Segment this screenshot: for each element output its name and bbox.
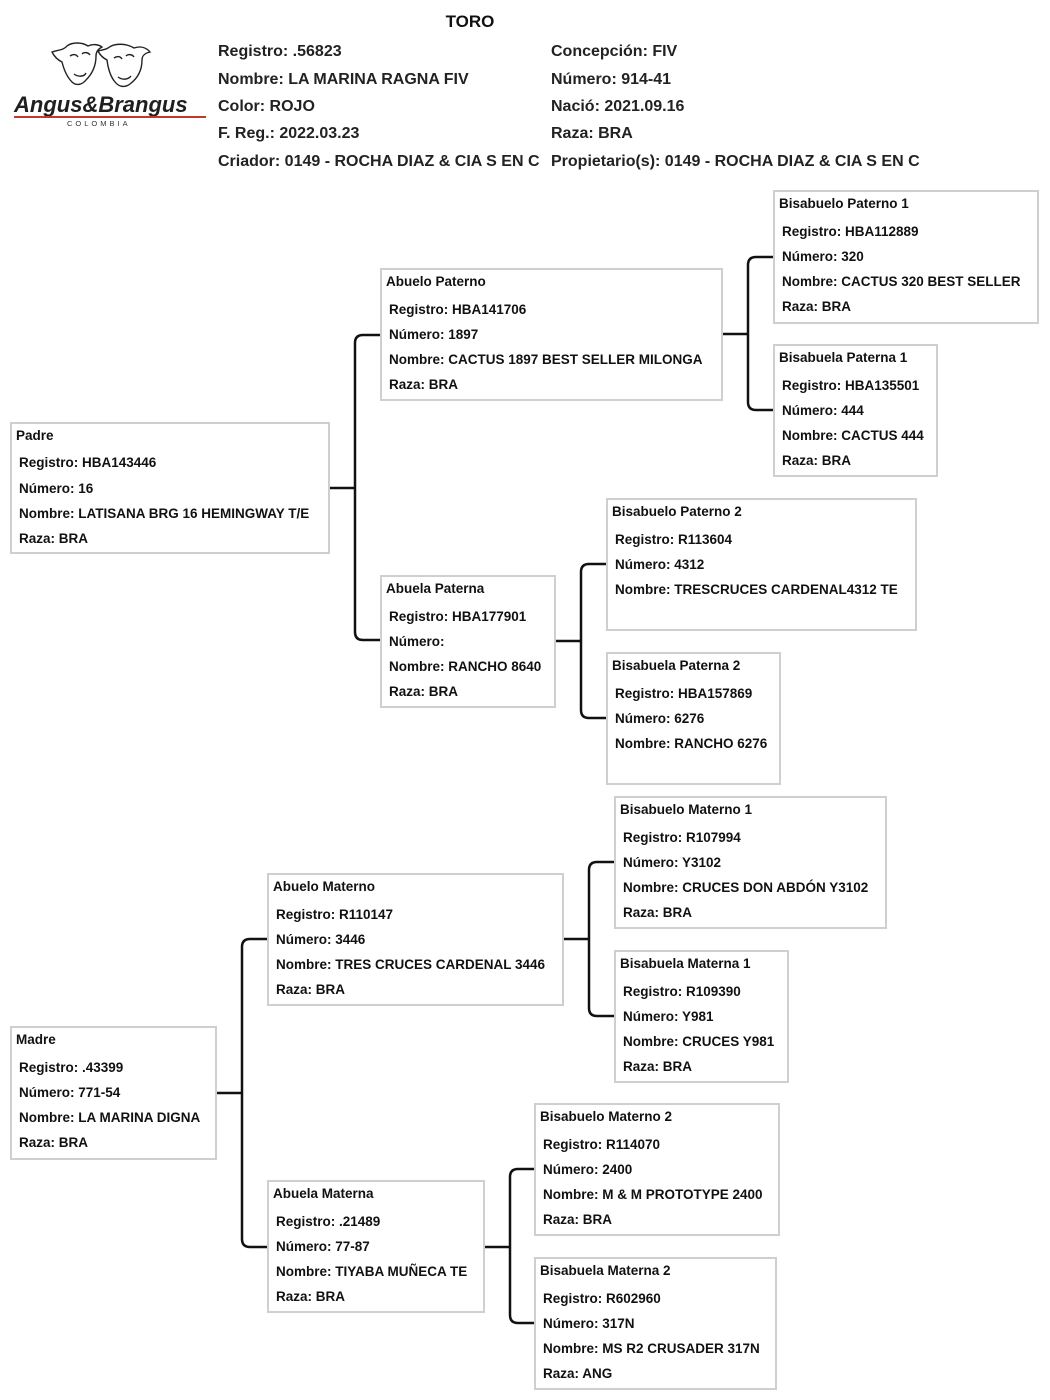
header-color: Color: ROJO — [218, 98, 315, 115]
numero-field: Número: 4312 — [615, 557, 705, 572]
card-title: Bisabuela Materna 1 — [620, 956, 751, 971]
raza-field: Raza: BRA — [389, 377, 459, 392]
raza-field: Raza: BRA — [389, 684, 459, 699]
numero-field: Número: Y981 — [623, 1009, 714, 1024]
numero-field: Número: 444 — [782, 403, 864, 418]
bisabuelo-materno-2-card: Bisabuelo Materno 2 Registro: R114070 Nú… — [534, 1103, 780, 1236]
card-title: Abuelo Materno — [273, 879, 376, 894]
header-nombre: Nombre: LA MARINA RAGNA FIV — [218, 71, 469, 88]
numero-field: Número: 771-54 — [19, 1085, 121, 1100]
card-title: Bisabuelo Paterno 2 — [612, 504, 742, 519]
raza-field: Raza: BRA — [276, 982, 346, 997]
numero-field: Número: 317N — [543, 1316, 635, 1331]
card-title: Bisabuela Paterna 1 — [779, 350, 908, 365]
raza-field: Raza: ANG — [543, 1366, 613, 1381]
registro-field: Registro: HBA141706 — [389, 302, 527, 317]
header-raza: Raza: BRA — [551, 125, 633, 142]
card-title: Bisabuela Paterna 2 — [612, 658, 741, 673]
raza-field: Raza: BRA — [623, 905, 693, 920]
nombre-field: Nombre: CACTUS 320 BEST SELLER — [782, 274, 1021, 289]
registro-field: Registro: R107994 — [623, 830, 741, 845]
registro-field: Registro: HBA112889 — [782, 224, 919, 239]
card-title: Bisabuelo Materno 1 — [620, 802, 753, 817]
card-title: Bisabuelo Paterno 1 — [779, 196, 909, 211]
logo-brand-text: Angus&Brangus — [13, 92, 188, 117]
numero-field: Número: 77-87 — [276, 1239, 370, 1254]
raza-field: Raza: BRA — [782, 453, 852, 468]
abuela-paterna-card: Abuela Paterna Registro: HBA177901 Númer… — [380, 575, 556, 708]
nombre-field: Nombre: LA MARINA DIGNA — [19, 1110, 201, 1125]
numero-field: Número: 6276 — [615, 711, 705, 726]
card-title: Abuela Materna — [273, 1186, 374, 1201]
nombre-field: Nombre: RANCHO 6276 — [615, 736, 768, 751]
numero-field: Número: 2400 — [543, 1162, 633, 1177]
page-title: TORO — [445, 12, 495, 31]
nombre-field: Nombre: TIYABA MUÑECA TE — [276, 1264, 468, 1279]
raza-field: Raza: BRA — [623, 1059, 693, 1074]
header-concepcion: Concepción: FIV — [551, 43, 678, 60]
abuela-materna-card: Abuela Materna Registro: .21489 Número: … — [267, 1180, 485, 1313]
bisabuela-materna-1-card: Bisabuela Materna 1 Registro: R109390 Nú… — [614, 950, 789, 1083]
header-criador: Criador: 0149 - ROCHA DIAZ & CIA S EN C — [218, 153, 540, 170]
registro-field: Registro: HBA157869 — [615, 686, 753, 701]
numero-field: Número: 1897 — [389, 327, 479, 342]
numero-field: Número: 3446 — [276, 932, 366, 947]
abuelo-paterno-card: Abuelo Paterno Registro: HBA141706 Númer… — [380, 268, 723, 401]
nombre-field: Nombre: M & M PROTOTYPE 2400 — [543, 1187, 763, 1202]
raza-field: Raza: BRA — [276, 1289, 346, 1304]
nombre-field: Nombre: CRUCES Y981 — [623, 1034, 775, 1049]
numero-field: Número: — [389, 634, 445, 649]
header-freg: F. Reg.: 2022.03.23 — [218, 125, 360, 142]
bisabuela-paterna-1-card: Bisabuela Paterna 1 Registro: HBA135501 … — [773, 344, 938, 477]
registro-field: Registro: HBA177901 — [389, 609, 527, 624]
registro-field: Registro: .21489 — [276, 1214, 381, 1229]
bisabuelo-paterno-2-card: Bisabuelo Paterno 2 Registro: R113604 Nú… — [606, 498, 917, 631]
nombre-field: Nombre: CACTUS 444 — [782, 428, 924, 443]
raza-field: Raza: BRA — [782, 299, 852, 314]
card-title: Madre — [16, 1032, 56, 1047]
card-title: Bisabuela Materna 2 — [540, 1263, 671, 1278]
logo-country-text: COLOMBIA — [67, 119, 131, 128]
angus-brangus-logo: Angus&Brangus COLOMBIA — [13, 42, 206, 128]
card-title: Abuelo Paterno — [386, 274, 486, 289]
card-title: Padre — [16, 428, 54, 443]
registro-field: Registro: R114070 — [543, 1137, 661, 1152]
nombre-field: Nombre: TRES CRUCES CARDENAL 3446 — [276, 957, 546, 972]
header-registro: Registro: .56823 — [218, 43, 342, 60]
bisabuelo-paterno-1-card: Bisabuelo Paterno 1 Registro: HBA112889 … — [773, 190, 1039, 324]
card-title: Bisabuelo Materno 2 — [540, 1109, 673, 1124]
header-propietario: Propietario(s): 0149 - ROCHA DIAZ & CIA … — [551, 153, 920, 170]
bisabuela-paterna-2-card: Bisabuela Paterna 2 Registro: HBA157869 … — [606, 652, 781, 785]
nombre-field: Nombre: RANCHO 8640 — [389, 659, 542, 674]
header-nacio: Nació: 2021.09.16 — [551, 98, 685, 115]
nombre-field: Nombre: CRUCES DON ABDÓN Y3102 — [623, 880, 869, 895]
registro-field: Registro: R110147 — [276, 907, 394, 922]
madre-card: Madre Registro: .43399 Número: 771-54 No… — [10, 1026, 217, 1160]
raza-field: Raza: BRA — [19, 1135, 89, 1150]
bisabuela-materna-2-card: Bisabuela Materna 2 Registro: R602960 Nú… — [534, 1257, 777, 1390]
numero-field: Número: 320 — [782, 249, 864, 264]
raza-field: Raza: BRA — [19, 531, 89, 546]
numero-field: Número: 16 — [19, 481, 94, 496]
card-title: Abuela Paterna — [386, 581, 485, 596]
numero-field: Número: Y3102 — [623, 855, 722, 870]
nombre-field: Nombre: MS R2 CRUSADER 317N — [543, 1341, 760, 1356]
nombre-field: Nombre: CACTUS 1897 BEST SELLER MILONGA — [389, 352, 703, 367]
registro-field: Registro: R113604 — [615, 532, 733, 547]
registro-field: Registro: R602960 — [543, 1291, 661, 1306]
nombre-field: Nombre: LATISANA BRG 16 HEMINGWAY T/E — [19, 506, 310, 521]
registro-field: Registro: R109390 — [623, 984, 741, 999]
registro-field: Registro: .43399 — [19, 1060, 124, 1075]
padre-card: Padre Registro: HBA143446 Número: 16 Nom… — [10, 422, 330, 554]
nombre-field: Nombre: TRESCRUCES CARDENAL4312 TE — [615, 582, 898, 597]
bisabuelo-materno-1-card: Bisabuelo Materno 1 Registro: R107994 Nú… — [614, 796, 887, 929]
header-numero: Número: 914-41 — [551, 71, 672, 88]
abuelo-materno-card: Abuelo Materno Registro: R110147 Número:… — [267, 873, 564, 1006]
raza-field: Raza: BRA — [543, 1212, 613, 1227]
registro-field: Registro: HBA135501 — [782, 378, 920, 393]
registro-field: Registro: HBA143446 — [19, 455, 157, 470]
